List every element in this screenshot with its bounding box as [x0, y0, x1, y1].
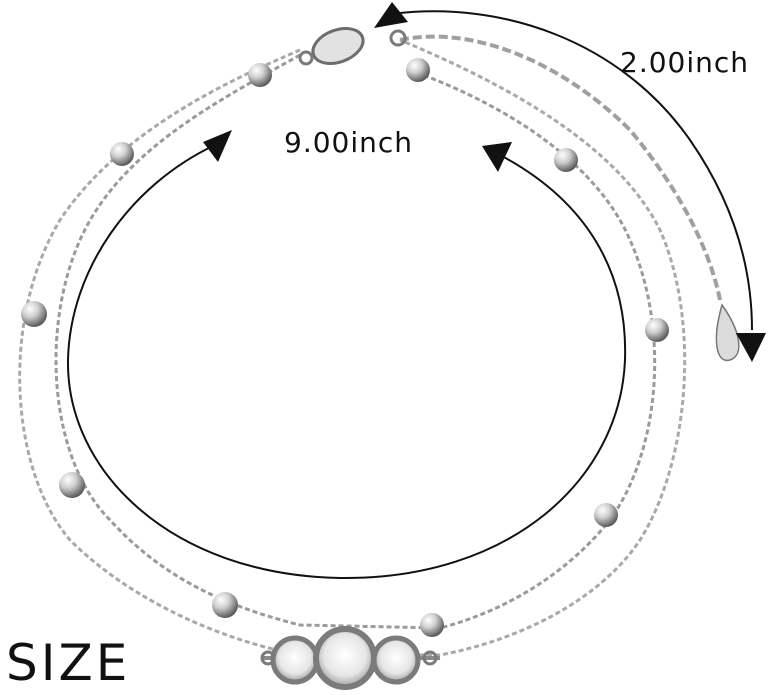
extender-length-arc [391, 10, 753, 331]
extender-length-label: 2.00inch [620, 46, 750, 79]
inner-chain [54, 53, 657, 630]
bracelet-length-arrow-left [203, 130, 232, 162]
gem-bar [260, 626, 440, 690]
bracelet-length-label: 9.00inch [284, 126, 414, 159]
bracelet-length-arc [66, 144, 627, 580]
extender-arrow-bottom [736, 333, 766, 362]
lobster-clasp [298, 27, 407, 66]
extender-charm [715, 303, 740, 362]
beads [21, 58, 669, 637]
size-heading: SIZE [6, 634, 131, 692]
outer-chain [18, 38, 687, 657]
extender-arrow-top [374, 2, 408, 28]
bracelet-length-arrow-right [482, 142, 512, 172]
extender-chain [399, 34, 722, 301]
